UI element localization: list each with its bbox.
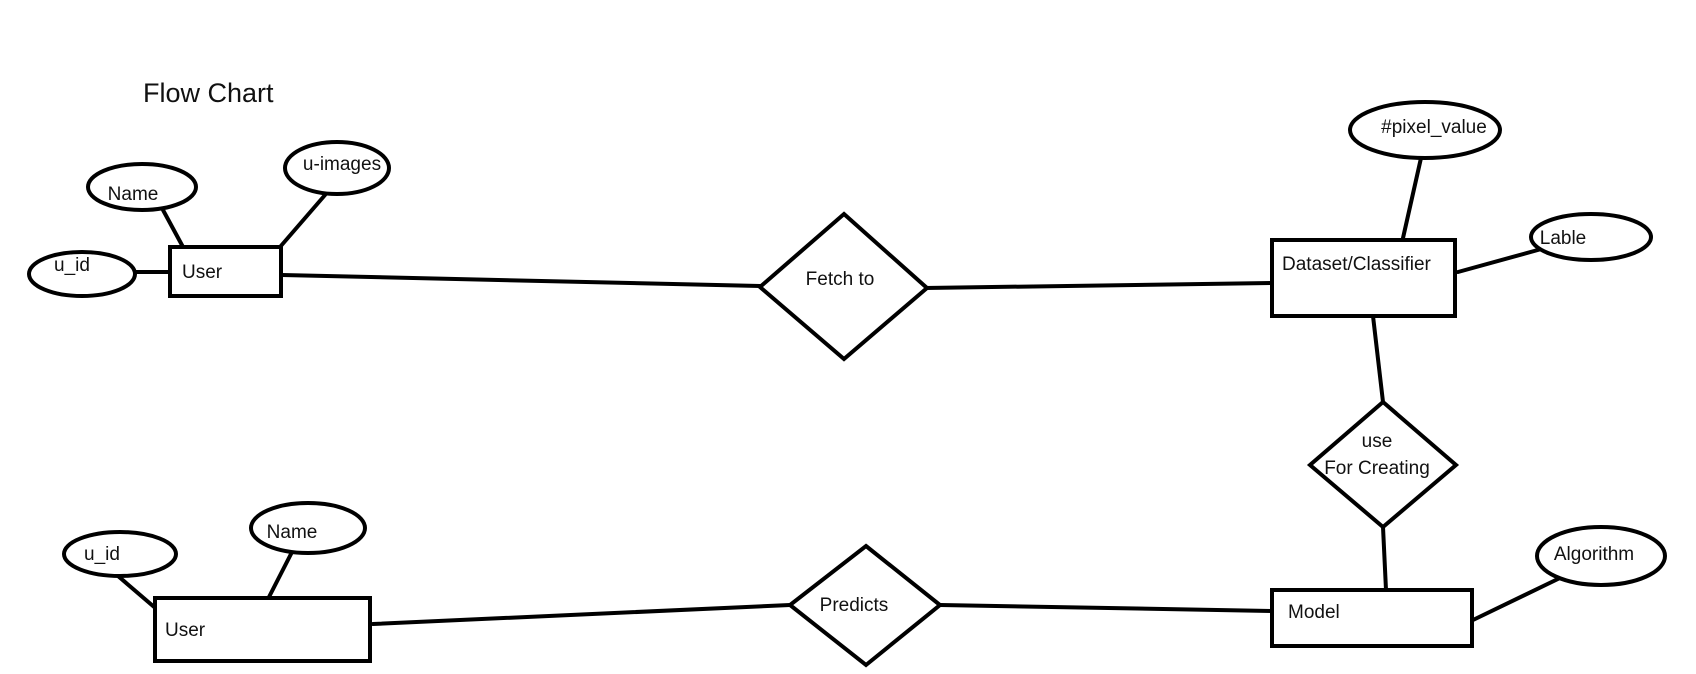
edge-dataset-use	[1371, 314, 1385, 404]
edge-name-user-bottom	[267, 550, 294, 599]
attr-lable: Lable	[1529, 212, 1653, 262]
edge-pixel-dataset	[1401, 156, 1423, 240]
attr-name-top: Name	[86, 162, 198, 212]
relation-use-label-line2: For Creating	[1324, 458, 1430, 479]
edge-fetch-dataset	[923, 281, 1274, 290]
relation-predicts: Predicts	[786, 543, 944, 668]
attr-lable-label: Lable	[1540, 228, 1587, 249]
attr-pixel-value-label: #pixel_value	[1381, 117, 1487, 138]
edge-user-fetch	[280, 273, 762, 288]
attr-algorithm: Algorithm	[1535, 525, 1667, 587]
attr-uimages-label: u-images	[303, 154, 381, 175]
edge-lable-dataset	[1456, 246, 1547, 274]
attr-uid-top: u_id	[27, 250, 137, 298]
attr-name-top-label: Name	[108, 184, 159, 205]
entity-model: Model	[1270, 588, 1474, 648]
relation-use: use For Creating	[1306, 399, 1460, 530]
attr-uid-bottom-label: u_id	[84, 544, 120, 565]
diagram-title: Flow Chart	[143, 78, 274, 108]
attr-name-bottom: Name	[249, 501, 367, 555]
edge-uimages-user-top	[278, 193, 327, 249]
attr-pixel-value: #pixel_value	[1348, 100, 1502, 160]
attr-uid-top-label: u_id	[54, 255, 90, 276]
edge-user-predicts	[371, 603, 792, 626]
edge-predicts-model	[938, 603, 1274, 613]
attr-uid-bottom: u_id	[62, 530, 178, 578]
entity-user-bottom: User	[153, 596, 372, 663]
attr-name-bottom-label: Name	[267, 522, 318, 543]
entity-user-top-label: User	[182, 262, 223, 283]
entity-dataset-label: Dataset/Classifier	[1282, 254, 1432, 275]
relation-predicts-label: Predicts	[820, 595, 889, 616]
attr-uimages: u-images	[283, 140, 391, 196]
connectors	[116, 156, 1564, 626]
relation-use-label-line1: use	[1362, 431, 1393, 452]
edge-use-model	[1381, 525, 1388, 592]
entity-user-top: User	[168, 245, 283, 298]
entity-model-label: Model	[1288, 602, 1340, 623]
edge-name-user-top	[161, 208, 185, 249]
edge-algorithm-model	[1471, 575, 1564, 622]
entity-dataset: Dataset/Classifier	[1270, 238, 1457, 318]
relation-fetch-label: Fetch to	[806, 269, 875, 290]
relation-fetch: Fetch to	[756, 211, 931, 362]
entity-user-bottom-label: User	[165, 620, 206, 641]
attr-algorithm-label: Algorithm	[1554, 544, 1634, 565]
